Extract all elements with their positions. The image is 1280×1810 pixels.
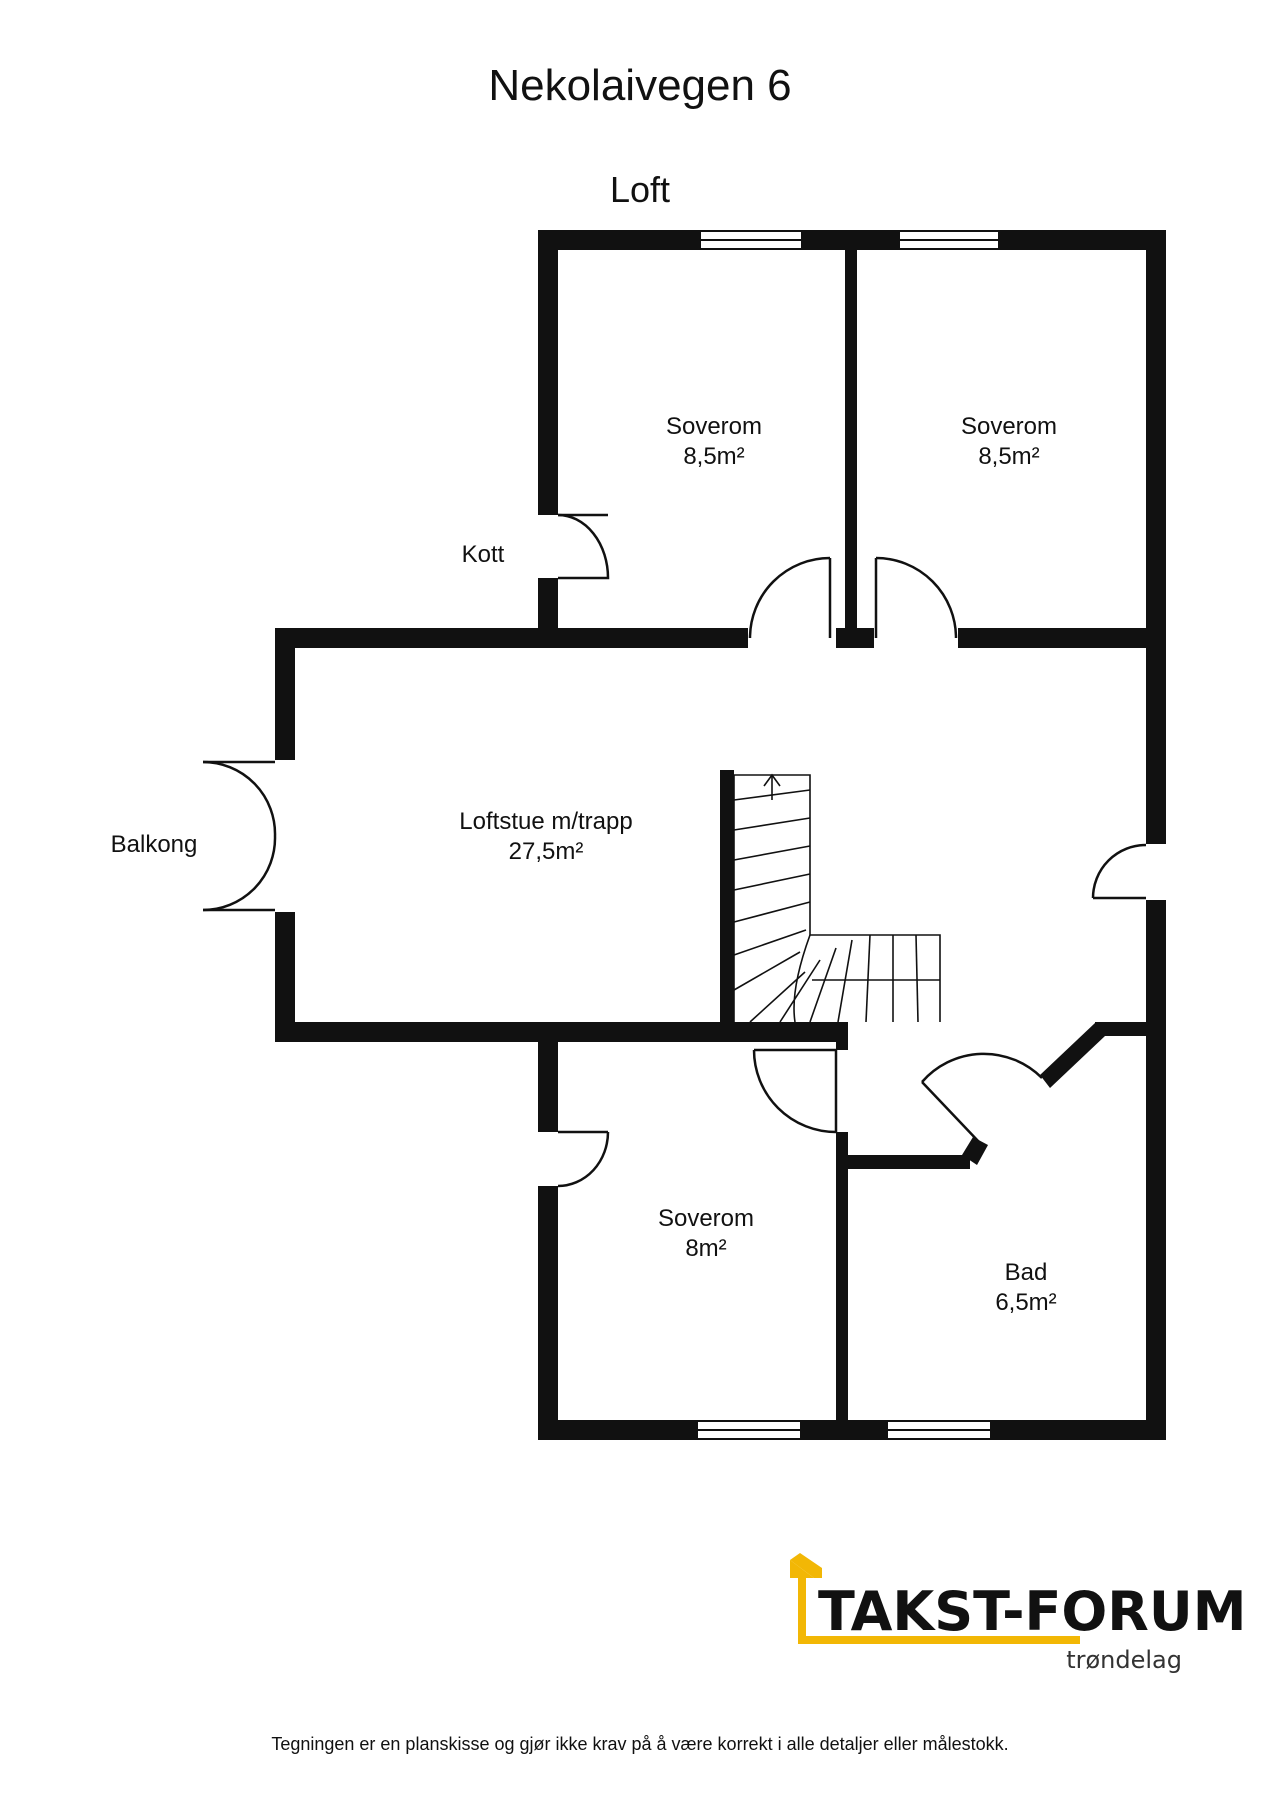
- room-name: Soverom: [666, 413, 762, 440]
- door-bedroom-2: [874, 556, 958, 639]
- door-bedroom-3: [557, 1130, 610, 1188]
- disclaimer: Tegningen er en planskisse og gjør ikke …: [271, 1734, 1008, 1754]
- logo-region: trøndelag: [1066, 1646, 1182, 1674]
- page-title: Nekolaivegen 6: [488, 61, 791, 110]
- room-area: 6,5m²: [995, 1289, 1056, 1316]
- window-bottom-right: [888, 1420, 990, 1440]
- label-balkong: Balkong: [111, 831, 198, 858]
- door-bedroom-1: [748, 556, 832, 639]
- doors: [202, 513, 1147, 1188]
- label-kott: Kott: [462, 541, 505, 568]
- logo-name: TAKST-FORUM: [818, 1580, 1246, 1643]
- walls: [275, 230, 1166, 1440]
- room-name: Bad: [1005, 1259, 1048, 1286]
- door-kott: [557, 513, 610, 580]
- door-hall: [752, 1048, 838, 1134]
- room-soverom-2: Soverom 8,5m²: [961, 413, 1057, 470]
- room-area: 27,5m²: [509, 838, 584, 865]
- room-soverom-3: Soverom 8m²: [658, 1205, 754, 1262]
- door-balkong: [202, 760, 277, 912]
- takst-forum-logo: TAKST-FORUM trøndelag: [790, 1553, 1246, 1674]
- room-name: Soverom: [658, 1205, 754, 1232]
- window-top-left: [701, 230, 801, 250]
- stairs: [733, 773, 941, 1023]
- room-soverom-1: Soverom 8,5m²: [666, 413, 762, 470]
- door-right: [1091, 843, 1147, 900]
- room-area: 8,5m²: [683, 443, 744, 470]
- room-name: Soverom: [961, 413, 1057, 440]
- windows: [698, 230, 998, 1440]
- window-bottom-left: [698, 1420, 800, 1440]
- room-name: Loftstue m/trapp: [459, 808, 632, 835]
- floor-name: Loft: [610, 169, 670, 210]
- door-bad: [921, 1052, 1043, 1143]
- window-top-right: [900, 230, 998, 250]
- room-loftstue: Loftstue m/trapp 27,5m²: [459, 808, 632, 865]
- room-area: 8m²: [685, 1235, 726, 1262]
- room-area: 8,5m²: [978, 443, 1039, 470]
- room-bad: Bad 6,5m²: [995, 1259, 1056, 1316]
- logo-roof-icon: [790, 1553, 822, 1578]
